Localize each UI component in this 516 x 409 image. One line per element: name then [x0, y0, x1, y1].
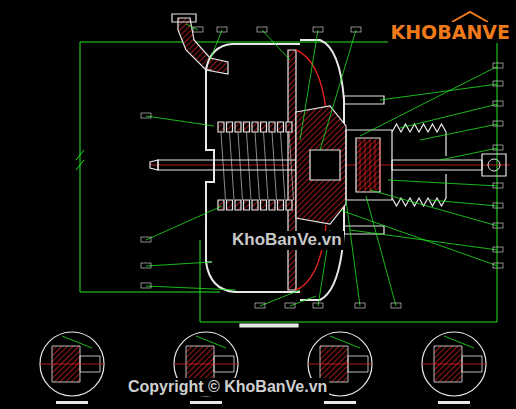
clevis — [482, 154, 506, 176]
dimension-line — [200, 240, 201, 322]
callout-leader — [141, 262, 212, 268]
dimension-line — [200, 322, 497, 323]
callout-leader — [380, 81, 503, 100]
spring-wire — [255, 132, 260, 200]
detail-view — [40, 332, 104, 404]
spring-coil — [269, 122, 275, 132]
spring-coil — [278, 122, 284, 132]
spring-coil — [218, 122, 224, 132]
spring-wire — [264, 132, 269, 200]
spring-coil — [269, 200, 275, 210]
callout-leader — [366, 196, 401, 308]
view-title-bar — [240, 324, 298, 327]
spring-wire — [238, 132, 243, 200]
spring-coil — [252, 200, 258, 210]
callout-leader — [440, 145, 503, 160]
spring-wire — [230, 132, 235, 200]
valve-hub — [296, 106, 346, 224]
copyright-watermark: Copyright © KhoBanVe.vn — [126, 378, 329, 396]
spring-coil — [235, 122, 241, 132]
spring-wire — [289, 132, 294, 200]
callout-leader — [141, 206, 222, 242]
callout-leader — [320, 27, 361, 150]
spring-coil — [261, 122, 267, 132]
logo-text: KHOBANVE — [388, 22, 512, 43]
logo-roof — [452, 12, 488, 22]
dimension-line — [80, 42, 81, 292]
watermark: KhoBanVe.vn — [230, 231, 344, 250]
push-rod — [392, 160, 482, 170]
callout-leader — [370, 190, 503, 228]
rod-tip — [150, 160, 158, 170]
callout-leader — [430, 200, 503, 208]
callout-leader — [360, 63, 503, 136]
spring-coil — [227, 200, 233, 210]
spring-coil — [252, 122, 258, 132]
spring-coil — [278, 200, 284, 210]
callout-leader — [420, 121, 503, 140]
callout-leader — [285, 296, 316, 308]
callout-leader — [186, 24, 203, 32]
callout-leader — [300, 27, 323, 140]
valve-spring — [380, 140, 381, 190]
pipe-end — [172, 14, 196, 22]
clevis-hole — [488, 159, 500, 171]
spring-wire — [272, 132, 277, 200]
callout-leader — [400, 101, 503, 128]
valve-spring — [360, 140, 361, 190]
spring-wire — [281, 132, 286, 200]
spring-wire — [221, 132, 226, 200]
callout-leader — [257, 27, 290, 60]
valve-spring — [365, 140, 366, 190]
callout-leader — [210, 27, 227, 60]
spring-coil — [244, 200, 250, 210]
reaction-disc — [310, 150, 340, 180]
callout-leader — [388, 180, 503, 188]
shell-step — [206, 70, 212, 262]
dimension-line — [80, 292, 220, 293]
front-shell — [206, 44, 300, 292]
spring-wire — [247, 132, 252, 200]
spring-coil — [218, 200, 224, 210]
valve-spring — [370, 140, 371, 190]
spring-coil — [235, 200, 241, 210]
valve-spring — [375, 140, 376, 190]
poppet-valve — [356, 138, 380, 192]
callout-leader — [340, 210, 503, 268]
detail-view — [422, 332, 486, 404]
check-valve-pipe — [178, 18, 228, 74]
spring-coil — [261, 200, 267, 210]
callout-leader — [141, 283, 236, 290]
output-rod — [158, 160, 296, 170]
dimension-tick — [76, 160, 84, 170]
mounting-stud — [344, 96, 384, 104]
spring-coil — [286, 122, 292, 132]
callout-leader — [255, 290, 300, 308]
spring-coil — [227, 122, 233, 132]
valve-body — [346, 130, 392, 200]
dimension-tick — [76, 150, 84, 160]
callout-leader — [346, 200, 365, 308]
spring-coil — [286, 200, 292, 210]
callout-leader — [141, 113, 214, 126]
spring-coil — [244, 122, 250, 132]
